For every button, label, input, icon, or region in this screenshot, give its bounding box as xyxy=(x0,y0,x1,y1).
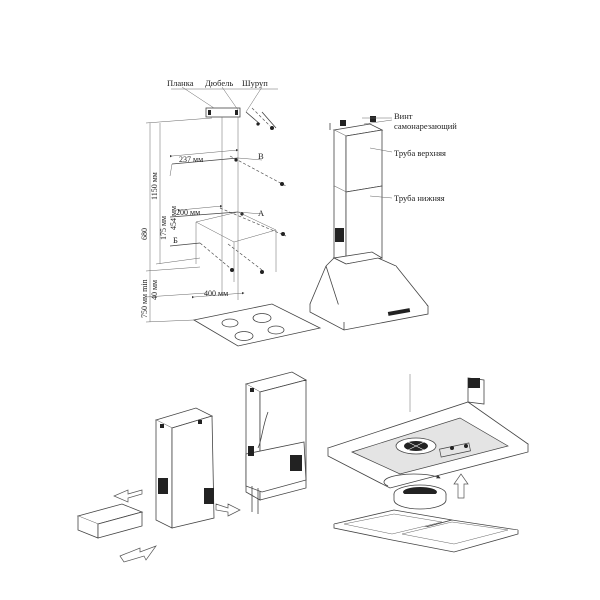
wall-mounting-diagram xyxy=(145,86,322,347)
level-a-line xyxy=(169,211,239,218)
rotate-arrow-icon xyxy=(383,473,441,487)
point-a-label: А xyxy=(258,208,265,218)
dowel-leader xyxy=(221,86,239,111)
self-tapping-screw-label-line2: самонарезающий xyxy=(394,121,457,131)
dimension-454-label: 454 мм xyxy=(169,206,178,230)
hob-cooktop xyxy=(192,303,322,347)
lower-pipe-label: Труба нижняя xyxy=(394,193,445,203)
upper-pipe-label: Труба верхняя xyxy=(394,148,446,158)
dimension-200-label: 200 мм xyxy=(176,208,200,217)
point-b-upper-label: В xyxy=(258,151,264,161)
dimension-175-label: 175 мм xyxy=(159,216,168,240)
screw-label: Шуруп xyxy=(242,78,268,88)
plate-label: Планка xyxy=(167,78,194,88)
arrow-up-icon xyxy=(453,473,469,499)
dimension-237-label: 237 мм xyxy=(179,155,203,164)
filter-removal-diagram xyxy=(326,374,529,553)
dimension-40-label: 40 мм xyxy=(150,280,159,300)
level-b-lower-line xyxy=(169,242,201,247)
dowel-label: Дюбель xyxy=(205,78,233,88)
dowel-and-screw-icon xyxy=(245,107,277,130)
arrow-up-right-icon xyxy=(119,545,157,563)
screw-leader xyxy=(245,86,263,113)
pipe-disassembly-left xyxy=(76,407,241,563)
dimension-680-label: 680 xyxy=(140,228,149,240)
arrow-left-icon xyxy=(113,489,143,503)
dimension-1150-label: 1150 мм xyxy=(150,172,159,200)
point-b-lower-label: Б xyxy=(173,235,178,245)
dimension-750-min-label: 750 мм min xyxy=(140,279,149,318)
pipe-disassembly-right xyxy=(244,371,308,514)
self-tapping-screw-label-line1: Винт xyxy=(394,111,413,121)
assembled-hood-drawing xyxy=(309,116,429,331)
arrow-right-icon xyxy=(215,503,241,517)
drill-line-a xyxy=(219,207,287,237)
plate-leader xyxy=(181,86,215,109)
mounting-plate xyxy=(205,107,241,118)
level-b-upper-line xyxy=(171,157,239,165)
drill-line-upper xyxy=(229,155,287,187)
dimension-400-label: 400 мм xyxy=(204,289,228,298)
